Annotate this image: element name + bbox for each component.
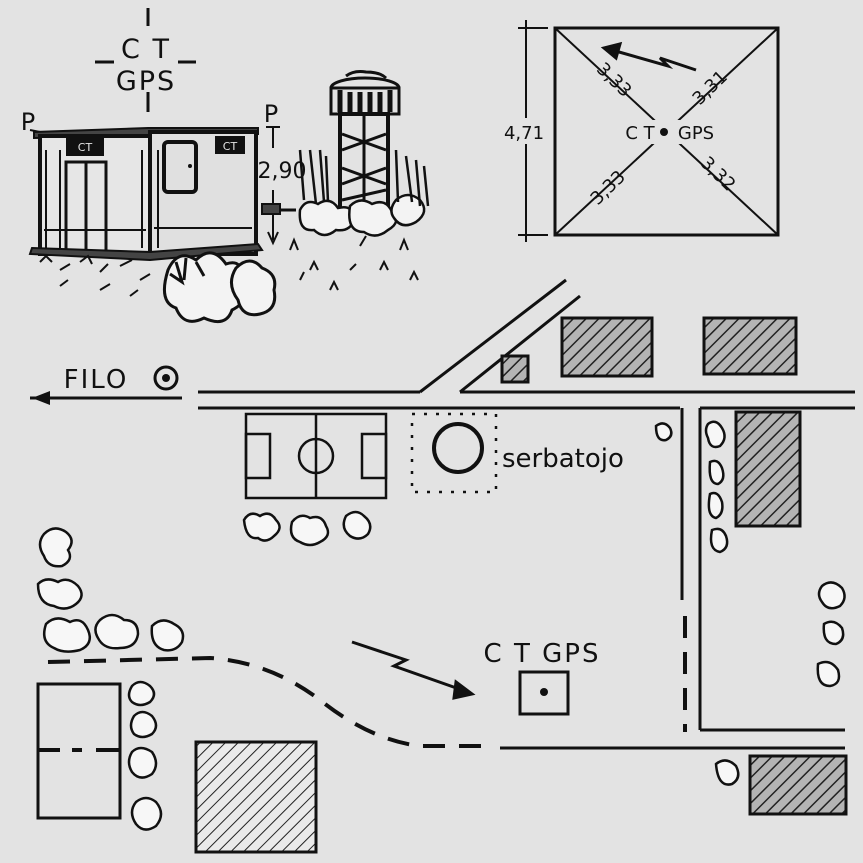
survey-sign [261,203,296,215]
grass-strokes [39,235,419,297]
map-bushes [36,420,846,831]
football-field [244,412,388,500]
building-right-tall [734,410,802,528]
p-right-label: P [264,100,278,128]
dim-top-left-value: 3,33 [592,59,635,102]
building-small [500,354,530,384]
gps-top-label: GPS [116,66,176,97]
water-tank: serbatojo [410,412,624,494]
ct-top-label: C T [121,34,171,65]
building-bottom-right [748,754,848,816]
map-lightning-arrow [351,640,476,700]
filo-marker: FILO [30,365,182,405]
tower-bushes [298,149,430,237]
filo-label: FILO [64,365,129,395]
dim-top-right-value: 3,31 [688,67,731,110]
ct-gps-map-label: C T GPS [484,639,601,669]
height-value: 2,90 [258,159,307,184]
buildings [194,316,848,854]
site-map: FILO serbatojo [30,278,855,854]
building-bottom-center [194,740,318,854]
center-gps-label: GPS [678,123,714,144]
ct-gps-site: C T GPS [484,639,601,716]
dim-bottom-left-value: 3,33 [586,167,629,210]
wall-sign-text: CT [223,140,238,153]
station-ground-bushes [162,251,277,324]
dim-side-value: 4,71 [504,123,544,144]
door-sign-text: CT [78,141,93,154]
station-sketch: C T GPS P P 2,90 [21,8,430,324]
crosshair-mark [95,8,196,112]
center-point [660,128,668,136]
roads [47,278,855,750]
height-measure [266,126,280,246]
serbatojo-label: serbatojo [502,444,624,474]
water-tower [329,70,401,212]
center-ct-label: C T [625,123,655,144]
dim-bottom-right-value: 3,32 [696,153,739,196]
building-outline-bottom-left [36,682,122,820]
p-left-label: P [21,108,35,136]
north-lightning-arrow [600,41,697,72]
station-building: CT CT [28,127,264,262]
dimension-diagram: 4,71 3,33 3,31 3,33 3,32 C T GPS [500,20,780,242]
building-top-1 [560,316,654,378]
building-top-2 [702,316,798,376]
